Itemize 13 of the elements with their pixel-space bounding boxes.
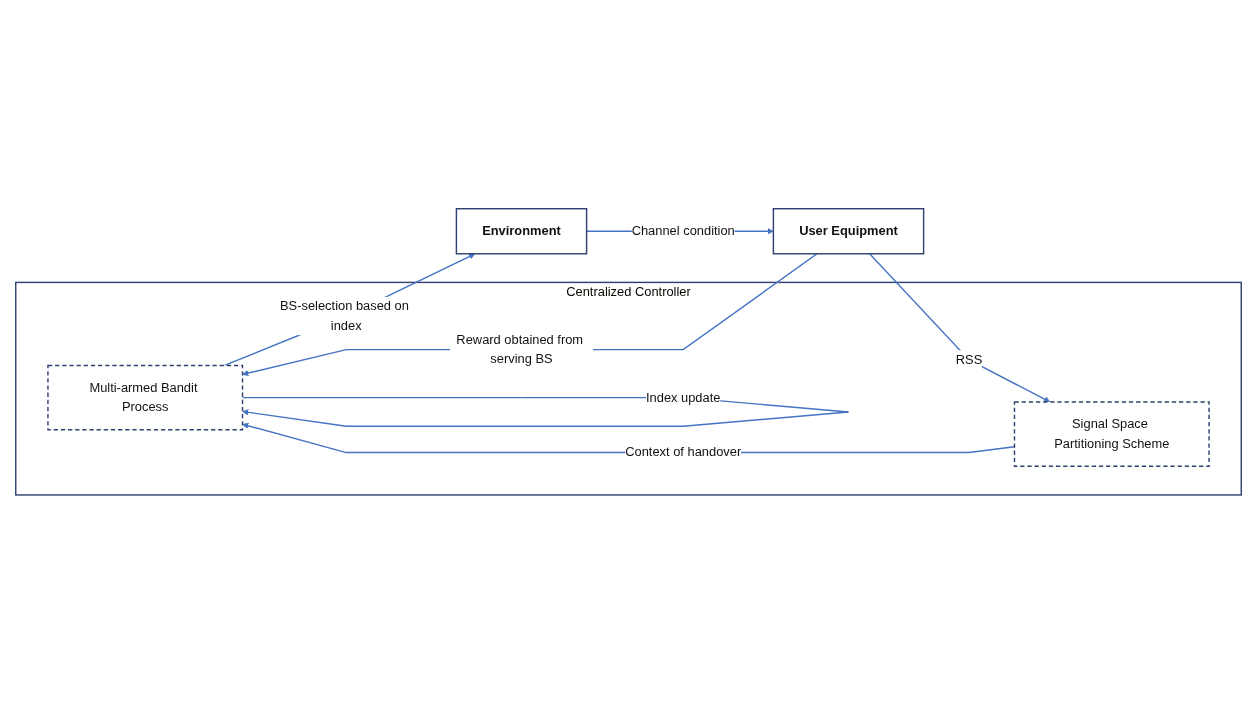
edge-label: Index update [645,390,721,405]
node-box: Environment [455,208,588,255]
edge-label: Channel condition [631,223,735,239]
node-box: Multi-armed Bandit Process [47,364,244,431]
edge-label: Reward obtained from serving BS [456,332,584,367]
node-box: User Equipment [772,208,925,255]
arrow [868,253,1051,403]
edge-label: BS-selection based on index [280,299,409,333]
edge-label: RSS [955,352,983,367]
arrow [242,253,818,377]
arrow [223,253,476,367]
edge-label: Context of handover [625,445,742,460]
node-box: Signal Space Partitioning Scheme [1013,401,1210,468]
